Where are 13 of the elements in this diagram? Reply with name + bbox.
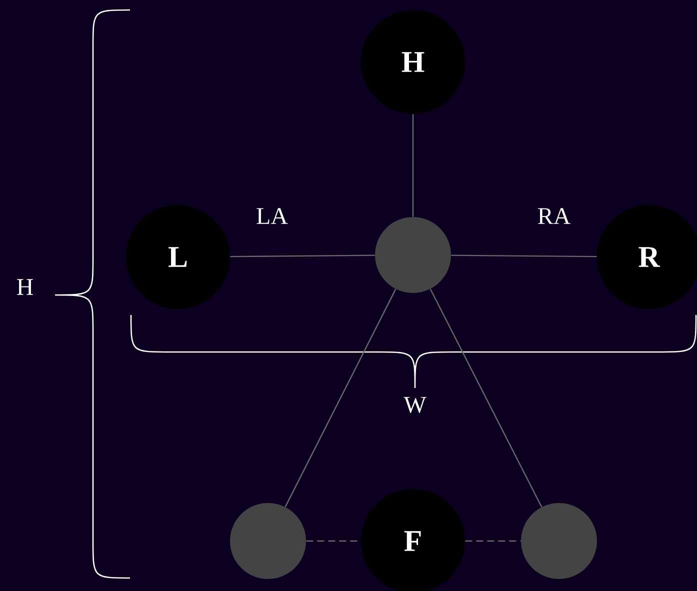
connector-line	[465, 540, 521, 542]
connector-line	[230, 254, 375, 258]
connector-line	[412, 114, 414, 217]
connector-line	[430, 288, 542, 508]
joint-circle	[230, 503, 306, 579]
dimension-label: W	[402, 394, 428, 416]
connector-line	[451, 254, 597, 258]
dimension-label: H	[14, 277, 36, 297]
joint-circle	[521, 503, 597, 579]
connector-line	[284, 288, 396, 508]
edge-label: LA	[254, 206, 290, 226]
joint-circle	[375, 217, 451, 293]
edge-label: RA	[535, 206, 573, 226]
